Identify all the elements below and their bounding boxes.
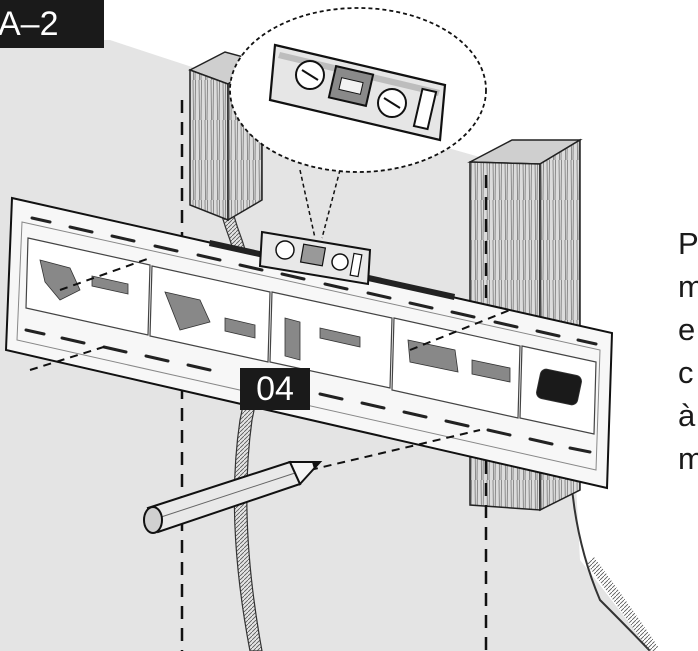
callout-number: 04: [240, 368, 310, 410]
side-text-line: e: [678, 312, 696, 347]
step-label-text: A–2: [0, 5, 59, 43]
side-text-line: m: [678, 441, 698, 476]
callout-number-text: 04: [256, 370, 294, 408]
step-label: A–2: [0, 0, 104, 48]
mark-line-pencil: [309, 429, 481, 471]
side-text-line: m: [678, 269, 698, 304]
mark-line-right: [409, 309, 511, 351]
spirit-level-zoomed: [268, 43, 447, 142]
side-text-line: à: [678, 398, 696, 433]
side-text-line: P: [678, 226, 698, 261]
side-text-line: c: [678, 355, 694, 390]
mark-line-upper: [59, 257, 151, 291]
pencil: [143, 460, 323, 534]
spirit-level: [258, 230, 372, 286]
zoom-leader: [299, 169, 341, 239]
side-instruction-text: P m e c à m: [678, 222, 698, 480]
